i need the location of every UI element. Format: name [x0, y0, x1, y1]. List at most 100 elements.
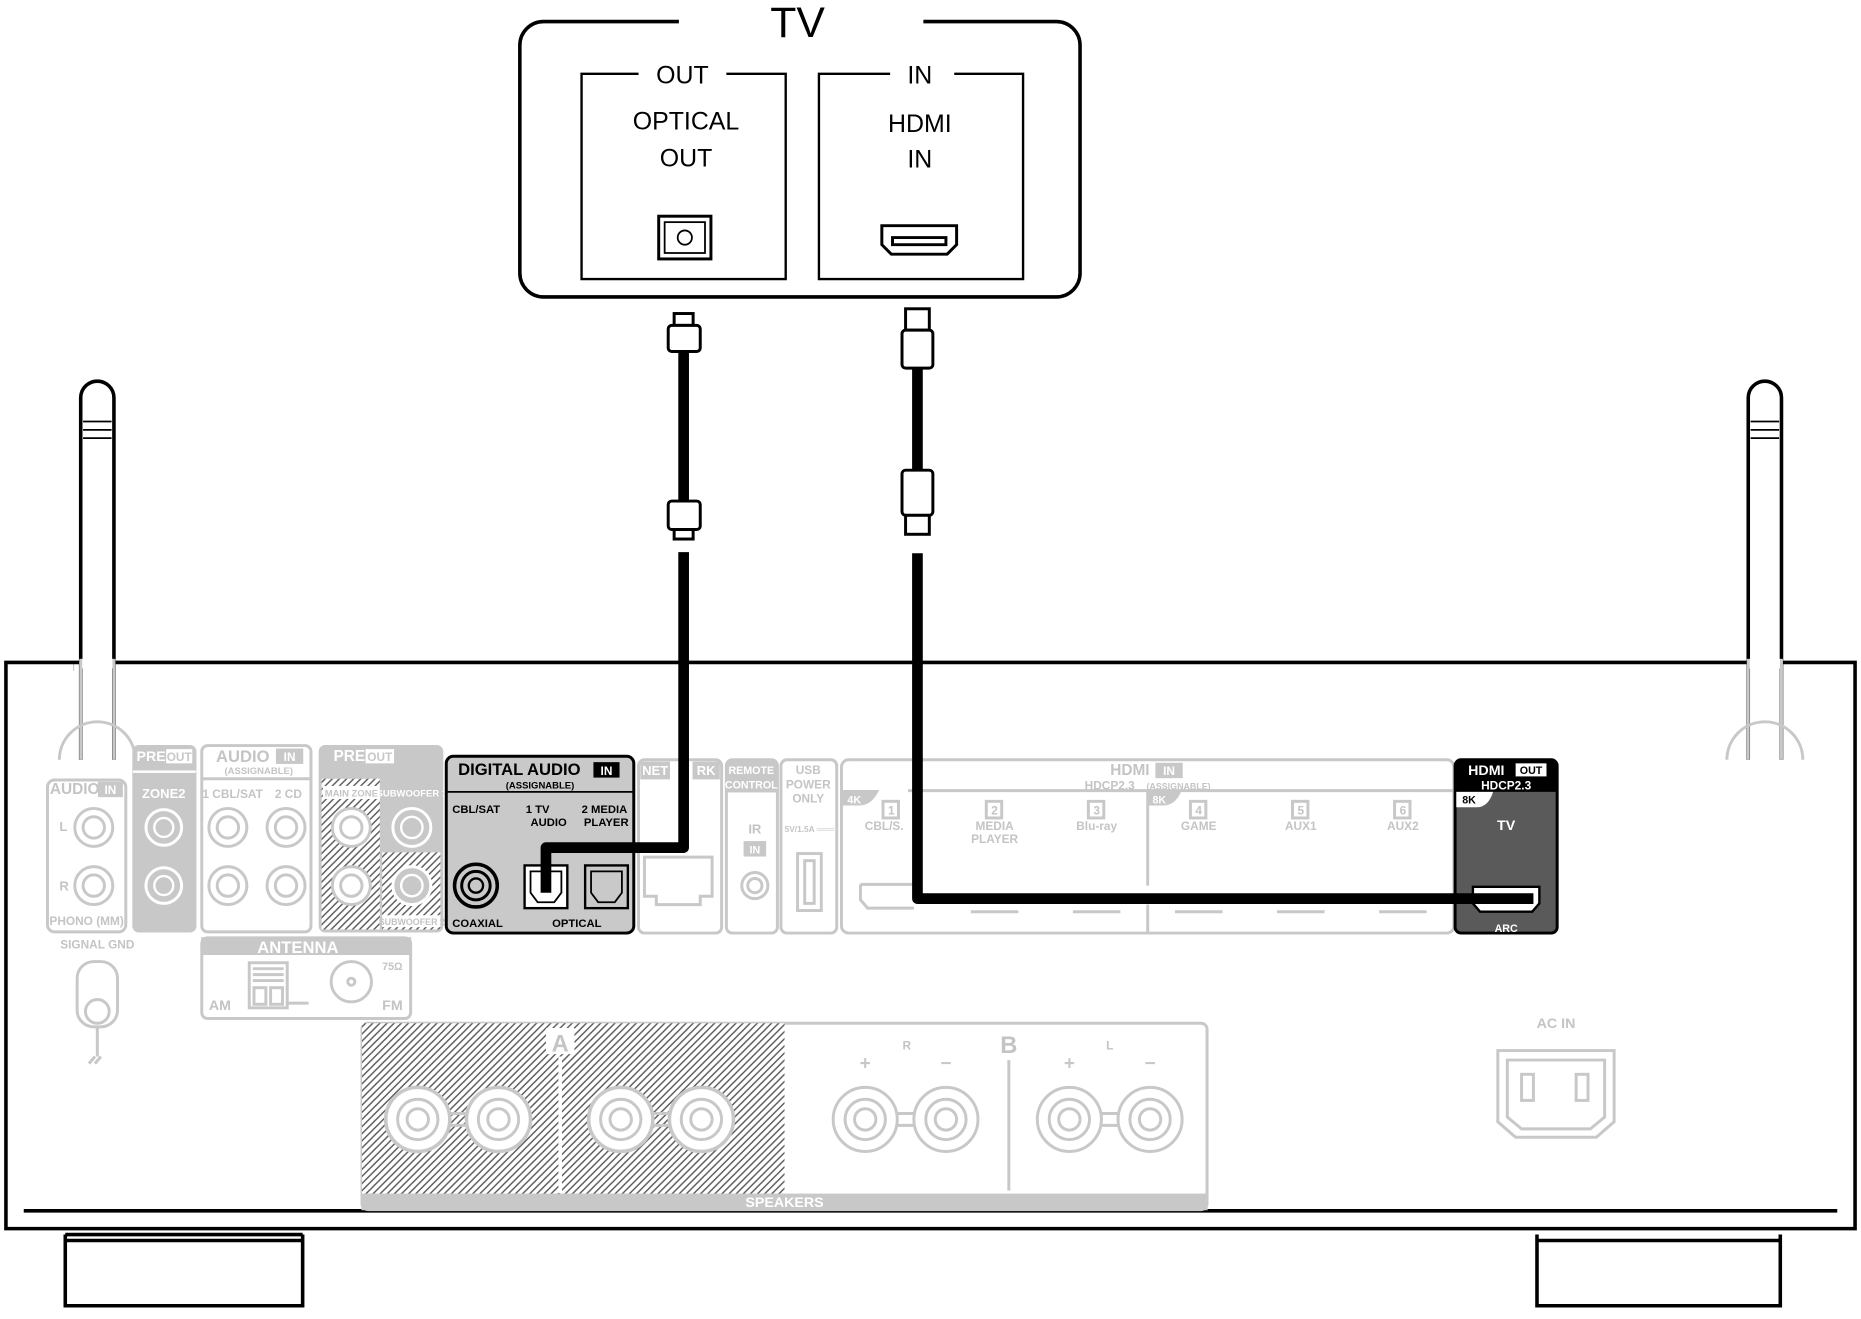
- minus-icon: −: [940, 1054, 951, 1075]
- hdmi-input-1[interactable]: 1 CBL/S.: [858, 799, 914, 910]
- hdmi-out-badge: OUT: [1520, 765, 1543, 777]
- ac-in-panel: AC IN: [1496, 1016, 1616, 1139]
- hdmi-port-icon: [880, 224, 959, 256]
- ground-terminal-icon: [75, 960, 119, 1065]
- rca-jack-icon: [73, 806, 115, 848]
- rca-jack-icon: [73, 865, 115, 907]
- hdmi-input-label-2: PLAYER: [971, 832, 1018, 846]
- zone-b-label: B: [1000, 1033, 1017, 1059]
- speaker-terminal-icon[interactable]: [586, 1085, 655, 1154]
- main-zone-label: MAIN ZONE: [325, 789, 378, 800]
- speaker-terminal-icon[interactable]: [1116, 1085, 1184, 1153]
- speaker-terminals: + − + −: [383, 1054, 1184, 1154]
- optical-plug-icon: [666, 499, 702, 541]
- hdmi-input-6[interactable]: 6 AUX2: [1379, 799, 1427, 914]
- rca-jack-icon: [391, 806, 433, 848]
- hdmi-input-3[interactable]: 3 Blu-ray: [1072, 799, 1121, 914]
- pre-out-zone2-panel: PRE OUT ZONE2: [132, 744, 197, 933]
- hdmi-input-4[interactable]: 4 GAME: [1174, 799, 1223, 914]
- ir-in-badge: IN: [750, 845, 761, 857]
- audio-in-assignable-panel: AUDIO IN (ASSIGNABLE) 1 CBL/SAT 2 CD: [200, 744, 313, 934]
- hdmi-out-tv-label: TV: [1497, 818, 1516, 834]
- rca-jack-icon: [265, 806, 307, 848]
- network-label-left: NET: [642, 763, 668, 778]
- hdmi-input-2[interactable]: 2 MEDIA PLAYER: [970, 799, 1019, 914]
- tv-audio-label-2: AUDIO: [531, 817, 568, 829]
- coaxial-jack-icon: [452, 862, 500, 909]
- usb-label-2: POWER: [786, 777, 831, 791]
- hdmi-in-label-2: IN: [907, 146, 932, 174]
- hdmi-input-num: 1: [888, 803, 895, 817]
- antenna-fm: FM: [382, 998, 403, 1014]
- hdmi-out-arc-label: ARC: [1495, 923, 1518, 935]
- antenna-panel: ANTENNA AM FM 75Ω: [200, 936, 413, 1021]
- optical-out-label-2: OUT: [660, 144, 713, 172]
- network-label-right: RK: [697, 763, 716, 778]
- zone2-pre: PRE: [136, 749, 165, 765]
- rca-jack-icon: [207, 865, 249, 907]
- speaker-terminal-icon[interactable]: [464, 1085, 533, 1154]
- foot-right-icon: [1535, 1234, 1783, 1308]
- optical-jack-media-player-icon: [583, 864, 630, 910]
- main-pre: PRE: [334, 748, 366, 765]
- receiver-chassis: [4, 658, 1857, 1308]
- hdmi-input-label: MEDIA: [975, 819, 1014, 833]
- audio-in-cbl-sat: 1 CBL/SAT: [202, 787, 263, 801]
- usb-port-icon: [796, 852, 823, 913]
- audio-in-subtitle: (ASSIGNABLE): [224, 766, 293, 777]
- hdmi-port-icon: [858, 882, 914, 910]
- antenna-ohm: 75Ω: [382, 961, 403, 973]
- usb-label-3: ONLY: [792, 792, 824, 806]
- tv-device: TV OUT OPTICAL OUT IN HDMI IN: [518, 0, 1082, 299]
- speaker-terminal-icon[interactable]: [912, 1085, 980, 1153]
- speaker-terminal-icon[interactable]: [831, 1085, 899, 1153]
- digital-audio-title: DIGITAL AUDIO: [458, 760, 580, 779]
- tv-out-header: OUT: [656, 61, 709, 89]
- speaker-terminal-icon[interactable]: [667, 1085, 736, 1154]
- coaxial-label: COAXIAL: [452, 918, 503, 930]
- hdmi-input-5[interactable]: 5 AUX1: [1277, 799, 1325, 914]
- phono-footer: PHONO (MM): [49, 914, 123, 928]
- media-player-label-2: PLAYER: [584, 817, 629, 829]
- ac-in-label: AC IN: [1537, 1016, 1576, 1032]
- tv-title: TV: [770, 0, 825, 47]
- optical-label: OPTICAL: [552, 918, 602, 930]
- speaker-terminal-icon[interactable]: [1035, 1085, 1103, 1153]
- antenna-title: ANTENNA: [257, 938, 338, 957]
- tv-hdmi-in-box: IN HDMI IN: [817, 61, 1025, 281]
- sub1-label: SUBWOOFER 1: [377, 789, 448, 800]
- phono-r: R: [59, 878, 69, 893]
- foot-left-icon: [63, 1232, 305, 1308]
- phono-badge: IN: [104, 783, 116, 797]
- speaker-b-r: R: [902, 1038, 911, 1052]
- speaker-terminal-icon[interactable]: [383, 1085, 452, 1154]
- rca-jack-icon: [144, 866, 184, 905]
- hdmi-out-8k-tag: 8K: [1462, 795, 1476, 807]
- audio-in-phono-panel: AUDIO IN L R PHONO (MM) SIGNAL GND: [45, 778, 135, 1065]
- usb-rating: 5V/1.5A ═══: [785, 824, 835, 834]
- audio-in-cd: 2 CD: [275, 787, 302, 801]
- tv-audio-label: 1 TV: [526, 804, 550, 816]
- hdmi-cable: [900, 307, 1534, 904]
- plus-icon: +: [860, 1054, 871, 1075]
- hdmi-in-label: HDMI: [888, 110, 952, 138]
- antenna-right-icon: [1746, 379, 1784, 760]
- remote-control-panel: REMOTE CONTROL IR IN: [724, 758, 779, 935]
- hdmi-input-label: CBL/S.: [865, 819, 904, 833]
- rca-jack-icon: [144, 808, 184, 847]
- media-player-label: 2 MEDIA: [582, 804, 628, 816]
- hdmi-4k-tag: 4K: [847, 795, 861, 807]
- usb-label-1: USB: [796, 763, 821, 777]
- cbl-sat-label: CBL/SAT: [452, 804, 500, 816]
- audio-in-badge: IN: [284, 750, 296, 764]
- hdmi-in-panel: HDMI IN HDCP2.3 (ASSIGNABLE) 4K 8K 1 CBL…: [840, 758, 1456, 935]
- zone2-label: ZONE2: [142, 786, 186, 801]
- rca-jack-icon: [207, 806, 249, 848]
- sub2-label: SUBWOOFER 2: [379, 917, 445, 927]
- audio-in-title: AUDIO: [216, 747, 270, 766]
- optical-out-label: OPTICAL: [633, 108, 740, 136]
- hdmi-in-title: HDMI: [1110, 762, 1149, 779]
- signal-gnd-label: SIGNAL GND: [60, 938, 135, 952]
- tv-in-header: IN: [907, 61, 932, 89]
- digital-audio-subtitle: (ASSIGNABLE): [506, 780, 574, 791]
